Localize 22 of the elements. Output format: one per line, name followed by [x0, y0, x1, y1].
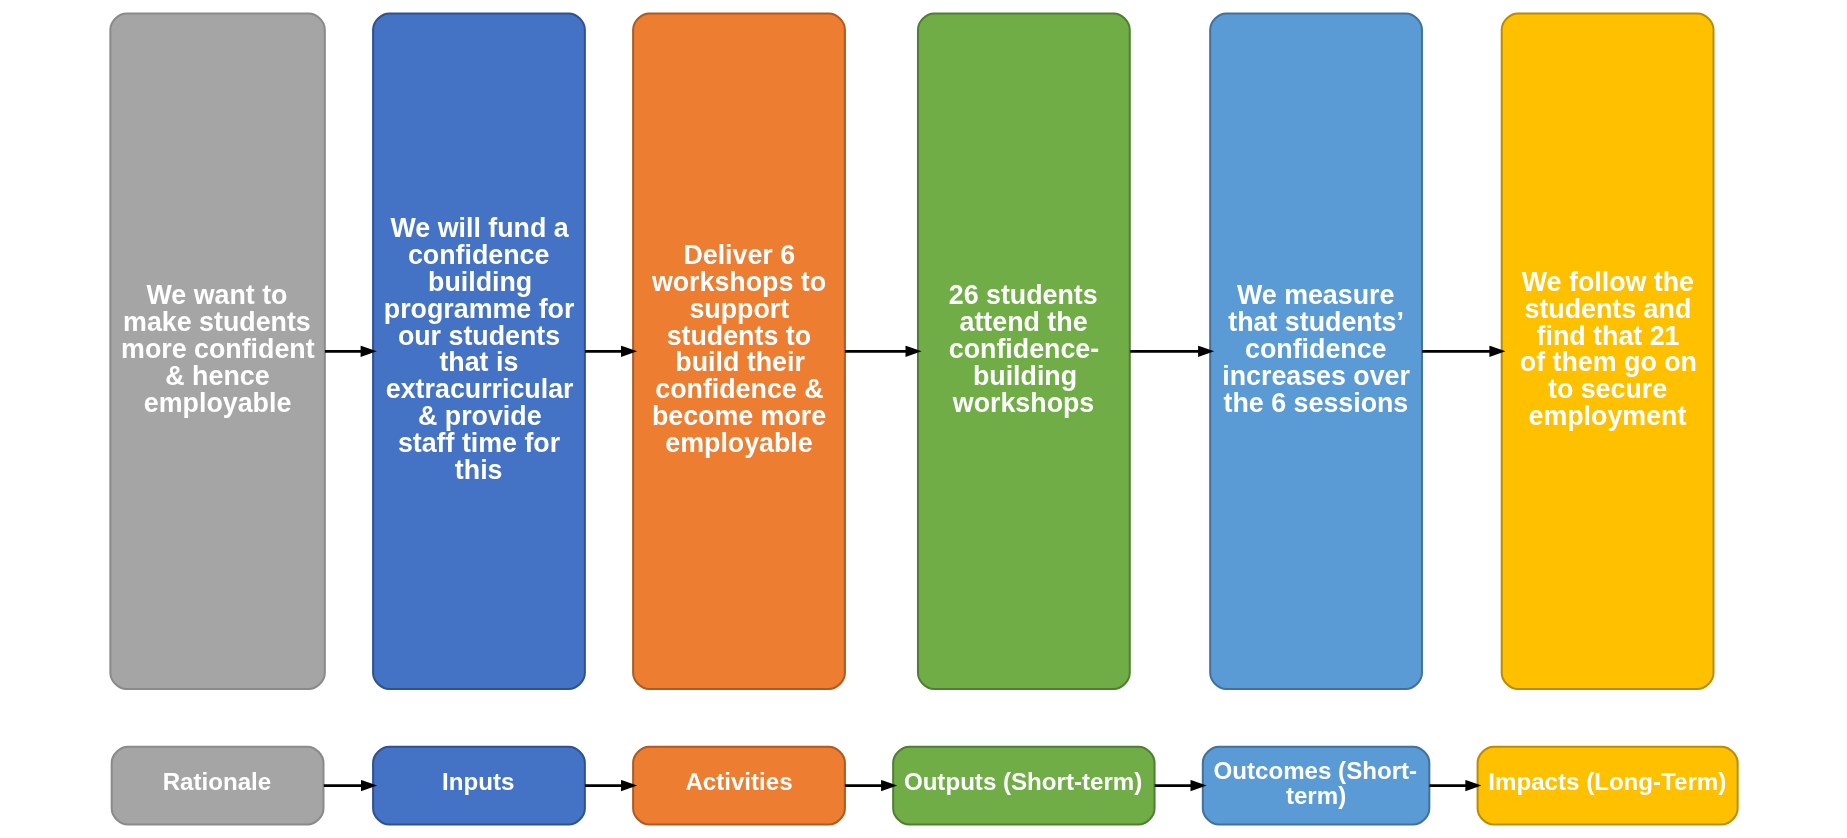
arrow	[324, 345, 377, 357]
node-box: Outcomes (Short-term)	[1201, 745, 1430, 826]
arrow	[1129, 345, 1214, 357]
node-box: Activities	[631, 745, 846, 826]
arrow	[1154, 779, 1207, 792]
node-box: Rationale	[110, 745, 324, 826]
node-box: We measure that students’ confidence increases over the 6 sessions	[1208, 12, 1423, 691]
node-box: 26 students attend the confidence-building workshops	[916, 12, 1131, 691]
node-box: We follow the students and find that 21 of them go on to secure employment	[1500, 12, 1714, 691]
node-box: We will fund a confidence building programme for our students that is extracurricular & provide staff time for this	[371, 12, 586, 691]
node-box: Deliver 6 workshops to support students to build their confidence & become more employable	[631, 12, 846, 691]
node-box: Outputs (Short-term)	[891, 745, 1156, 826]
arrow	[844, 779, 897, 792]
arrow	[323, 779, 377, 792]
node-box: We want to make students more confident & hence employable	[108, 12, 326, 691]
node-box: Impacts (Long-Term)	[1476, 745, 1739, 826]
arrow	[584, 345, 637, 357]
arrow	[584, 779, 637, 792]
node-box: Inputs	[371, 745, 586, 826]
arrow	[1421, 345, 1506, 357]
arrow	[1429, 779, 1481, 792]
arrow	[844, 345, 922, 357]
